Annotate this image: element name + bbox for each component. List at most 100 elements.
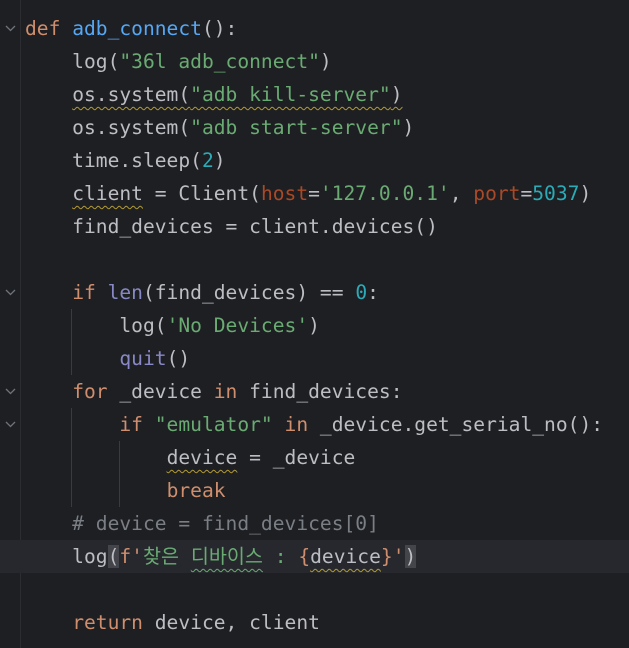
code-token: ) [579, 182, 592, 205]
code-line[interactable]: os.system("adb start-server") [0, 111, 629, 144]
code-token: "36l adb_connect" [119, 50, 320, 73]
code-line[interactable]: if "emulator" in _device.get_serial_no()… [0, 408, 629, 441]
code-token: device [166, 446, 238, 469]
code-token [25, 413, 119, 436]
code-token: (find_devices) == [142, 281, 356, 304]
indent-guide [71, 408, 72, 441]
code-token: log [25, 545, 108, 568]
code-token: ) [390, 83, 403, 106]
code-token: log( [25, 314, 167, 337]
code-token: 0 [355, 281, 368, 304]
code-token: } [380, 545, 393, 568]
code-token: = [520, 182, 533, 205]
code-token: ) [308, 314, 320, 337]
code-token: _device [119, 380, 214, 403]
code-line[interactable]: # device = find_devices[0] [0, 507, 629, 540]
code-token: device [310, 545, 381, 568]
code-token: f' [119, 545, 143, 568]
code-line[interactable]: log("36l adb_connect") [0, 45, 629, 78]
indent-guide [71, 474, 72, 507]
code-line[interactable]: quit() [0, 342, 629, 375]
code-token: ) [213, 149, 226, 172]
code-token: time.sleep( [25, 149, 202, 172]
code-token: return [72, 611, 155, 634]
fold-chevron-icon[interactable] [3, 408, 17, 441]
code-token: port [473, 182, 521, 205]
code-token: 'No Devices' [166, 314, 309, 337]
code-token: : [367, 281, 379, 304]
code-token [25, 611, 72, 634]
code-token: ) [319, 50, 332, 73]
code-token: = [308, 182, 320, 205]
code-token: '127.0.0.1' [319, 182, 450, 205]
fold-chevron-icon[interactable] [3, 375, 17, 408]
code-token: os.system( [25, 116, 191, 139]
code-token [25, 281, 72, 304]
code-token: _device.get_serial_no(): [319, 413, 604, 436]
code-token: break [166, 479, 226, 502]
code-token: find_devices: [249, 380, 403, 403]
fold-chevron-icon[interactable] [3, 276, 17, 309]
code-token: adb_connect [72, 17, 202, 40]
code-token: host [260, 182, 309, 205]
fold-chevron-icon[interactable] [3, 12, 17, 45]
code-token: 2 [201, 149, 214, 172]
code-token: quit [119, 347, 167, 370]
code-token: for [72, 380, 120, 403]
code-line[interactable]: if len(find_devices) == 0: [0, 276, 629, 309]
code-token: , [449, 182, 474, 205]
code-line[interactable]: time.sleep(2) [0, 144, 629, 177]
code-line[interactable]: def adb_connect(): [0, 12, 629, 45]
code-token: def [25, 17, 73, 40]
code-token [25, 83, 72, 106]
code-line[interactable]: log('No Devices') [0, 309, 629, 342]
code-token: device, client [154, 611, 320, 634]
code-token: client [72, 182, 143, 205]
code-line[interactable]: return device, client [0, 606, 629, 639]
code-line[interactable]: device = _device [0, 441, 629, 474]
code-token [25, 182, 72, 205]
code-token: if [119, 413, 155, 436]
code-token: () [166, 347, 191, 370]
code-token: "emulator" [154, 413, 285, 436]
indent-guide [71, 441, 72, 474]
code-token: 디바이스 [190, 545, 263, 568]
code-token: "adb start-server" [190, 116, 403, 139]
code-line[interactable] [0, 243, 629, 276]
code-token: = Client( [142, 182, 261, 205]
code-token: = _device [237, 446, 356, 469]
code-token: ' [392, 545, 405, 568]
code-token: ( [107, 545, 120, 568]
code-token: 5037 [532, 182, 580, 205]
code-token: if [72, 281, 108, 304]
code-editor[interactable]: def adb_connect(): log("36l adb_connect"… [0, 12, 629, 639]
code-token: "adb kill-server" [190, 83, 391, 106]
code-token: len [107, 281, 143, 304]
code-token [25, 479, 167, 502]
code-line[interactable] [0, 573, 629, 606]
code-line[interactable]: log(f'찾은 디바이스 : {device}') [0, 540, 629, 573]
code-line[interactable]: for _device in find_devices: [0, 375, 629, 408]
code-token: in [213, 380, 250, 403]
code-token: : [262, 545, 299, 568]
code-token: { [298, 545, 311, 568]
code-token [25, 380, 72, 403]
editor-gutter [0, 0, 21, 648]
code-line[interactable]: find_devices = client.devices() [0, 210, 629, 243]
code-token: # device = find_devices[0] [25, 512, 379, 535]
indent-guide [71, 342, 72, 375]
indent-guide [119, 441, 120, 474]
code-token [25, 347, 119, 370]
indent-guide [71, 309, 72, 342]
code-line[interactable]: break [0, 474, 629, 507]
code-token [25, 446, 167, 469]
code-line[interactable]: client = Client(host='127.0.0.1', port=5… [0, 177, 629, 210]
code-token: os.system( [72, 83, 191, 106]
code-token: in [284, 413, 320, 436]
code-token: find_devices = client.devices() [25, 215, 438, 238]
code-line[interactable]: os.system("adb kill-server") [0, 78, 629, 111]
code-token: log( [25, 50, 120, 73]
code-token: (): [201, 17, 238, 40]
indent-guide [119, 474, 120, 507]
code-token: ) [402, 116, 415, 139]
